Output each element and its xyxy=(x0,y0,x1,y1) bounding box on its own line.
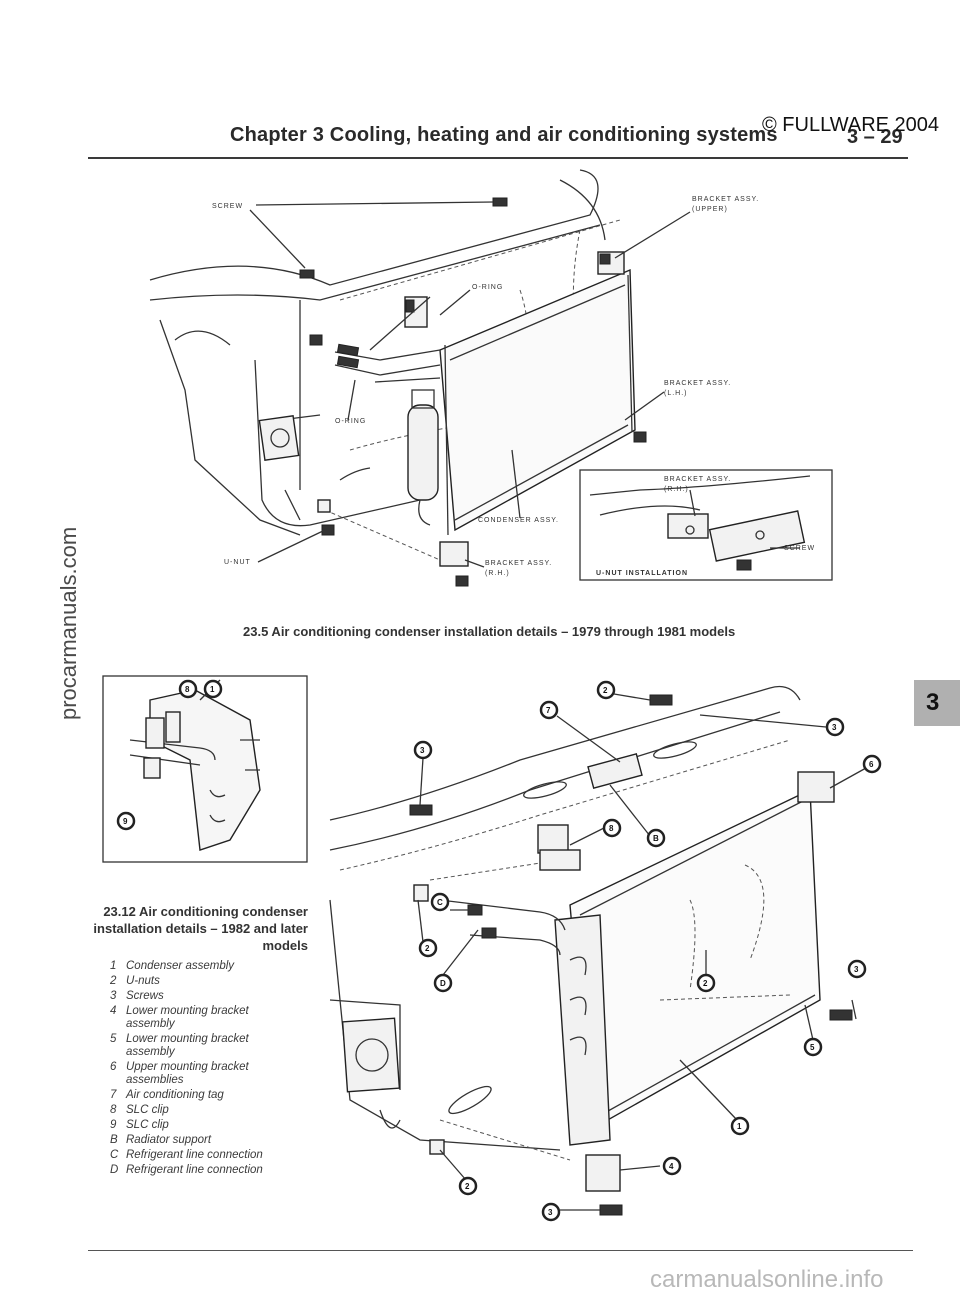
callout-6-center: 8 xyxy=(602,818,622,838)
svg-text:3: 3 xyxy=(854,965,859,974)
callout-3-top-left: 3 xyxy=(413,740,433,760)
label-inset-bracket-rh-line1: BRACKET ASSY. xyxy=(664,476,732,483)
page-number: 3 – 29 xyxy=(847,126,903,148)
callout-inset-9: 9 xyxy=(116,811,136,831)
svg-text:8: 8 xyxy=(609,824,614,833)
label-bracket-upper-line2: (UPPER) xyxy=(692,206,728,213)
label-condenser-assy: CONDENSER ASSY. xyxy=(478,517,560,524)
figure-1-caption: 23.5 Air conditioning condenser installa… xyxy=(243,624,736,639)
svg-text:9: 9 xyxy=(123,817,128,826)
figure-2-callouts: 3 7 2 6 3 8 B C 2 D 2 3 5 1 4 2 3 xyxy=(413,680,882,1222)
callout-inset-1: 1 xyxy=(203,679,223,699)
label-screw: SCREW xyxy=(212,203,244,210)
callout-8: B xyxy=(646,828,666,848)
label-oring-top: O-RING xyxy=(472,284,504,291)
svg-text:D: D xyxy=(440,979,446,988)
callout-3-right: 3 xyxy=(847,959,867,979)
svg-text:6: 6 xyxy=(869,760,874,769)
svg-text:B: B xyxy=(653,834,659,843)
svg-text:C: C xyxy=(437,898,443,907)
header-rule xyxy=(88,157,908,159)
copyright-stamp: © FULLWARE 2004 xyxy=(762,114,940,136)
label-bracket-upper-line1: BRACKET ASSY. xyxy=(692,196,760,203)
label-bracket-rh-line1: BRACKET ASSY. xyxy=(485,560,553,567)
callout-5: 5 xyxy=(803,1037,823,1057)
callout-2-middle: 2 xyxy=(696,973,716,993)
callout-D: D xyxy=(433,973,453,993)
svg-text:1: 1 xyxy=(737,1122,742,1131)
label-bracket-rh-line2: (R.H.) xyxy=(485,570,510,577)
figure-1-illustration xyxy=(149,169,833,587)
label-unut: U-NUT xyxy=(224,559,251,566)
callout-B: C xyxy=(430,892,450,912)
page-header-title: Chapter 3 Cooling, heating and air condi… xyxy=(230,124,778,146)
svg-text:7: 7 xyxy=(546,706,551,715)
svg-text:4: 4 xyxy=(669,1162,674,1171)
svg-text:2: 2 xyxy=(603,686,608,695)
label-bracket-lh-line1: BRACKET ASSY. xyxy=(664,380,732,387)
bottom-watermark: carmanualsonline.info xyxy=(650,1266,884,1293)
figure-2-inset xyxy=(102,675,308,863)
callout-2-top: 2 xyxy=(596,680,616,700)
label-inset-screw: SCREW xyxy=(784,545,816,552)
svg-text:8: 8 xyxy=(185,685,190,694)
callout-6-right: 6 xyxy=(862,754,882,774)
callout-1: 1 xyxy=(730,1116,750,1136)
callout-C: 2 xyxy=(418,938,438,958)
figure-2-illustration xyxy=(329,685,867,1216)
figure-2-caption: 23.12 Air conditioning condenser install… xyxy=(93,904,308,953)
svg-text:3: 3 xyxy=(548,1208,553,1217)
svg-text:2: 2 xyxy=(425,944,430,953)
callout-2-bottom: 2 xyxy=(458,1176,478,1196)
callout-7: 7 xyxy=(539,700,559,720)
label-inset-bracket-rh-line2: (R.H.) xyxy=(664,486,689,493)
figure-2-inset-callouts: 8 1 9 xyxy=(116,679,223,831)
footer-rule xyxy=(88,1250,913,1251)
callout-3-bottom: 3 xyxy=(541,1202,561,1222)
chapter-tab xyxy=(914,680,960,726)
label-bracket-lh-line2: (L.H.) xyxy=(664,390,688,397)
svg-text:1: 1 xyxy=(210,685,215,694)
label-unut-installation: U-NUT INSTALLATION xyxy=(596,570,689,577)
callout-2-upper-right: 3 xyxy=(825,717,845,737)
svg-text:2: 2 xyxy=(465,1182,470,1191)
svg-text:3: 3 xyxy=(420,746,425,755)
callout-4: 4 xyxy=(662,1156,682,1176)
svg-text:3: 3 xyxy=(832,723,837,732)
svg-text:2: 2 xyxy=(703,979,708,988)
chapter-tab-label: 3 xyxy=(926,689,940,716)
callout-inset-8: 8 xyxy=(178,679,198,699)
label-oring-bottom: O-RING xyxy=(335,418,367,425)
svg-text:5: 5 xyxy=(810,1043,815,1052)
